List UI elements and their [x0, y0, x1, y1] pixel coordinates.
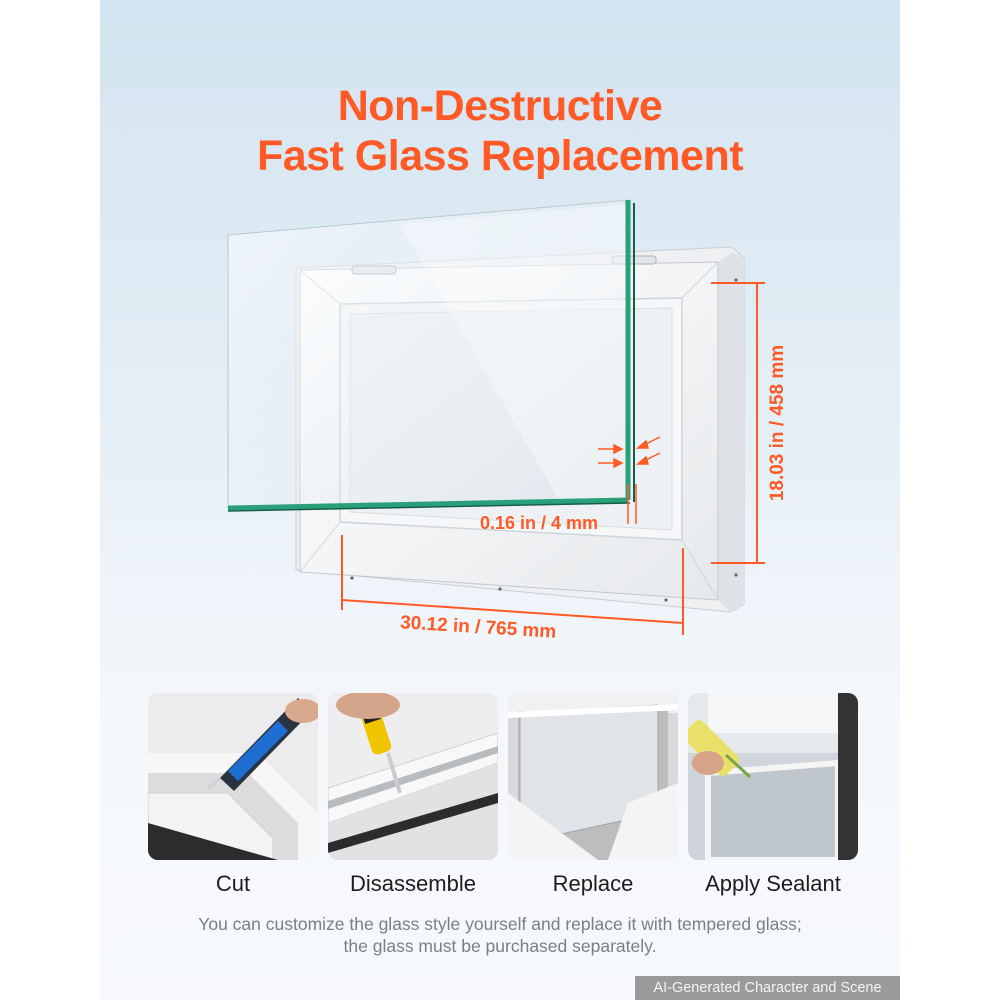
step-label: Cut	[215, 871, 251, 896]
height-label: 18.03 in / 458 mm	[767, 344, 788, 502]
glass-pane-icon	[508, 693, 678, 860]
title-line-1: Non-Destructive	[337, 81, 663, 130]
step-label: Disassemble	[350, 871, 476, 896]
title-line-2: Fast Glass Replacement	[256, 131, 744, 180]
width-dimension-line	[341, 535, 684, 635]
steps-row: Cut Disassemble	[148, 693, 858, 913]
product-panel: Non-Destructive Fast Glass Replacement	[100, 0, 900, 1000]
window-product-illustration	[227, 199, 765, 635]
ai-generated-badge: AI-Generated Character and Scene	[635, 976, 900, 1000]
thickness-indicator	[598, 436, 661, 524]
glass-pane	[227, 199, 635, 512]
step-label: Apply Sealant	[705, 871, 841, 896]
step-replace: Replace	[508, 693, 678, 897]
height-dimension-line	[711, 282, 765, 564]
step-cut: Cut	[148, 693, 318, 897]
footnote-line-2: the glass must be purchased separately.	[343, 936, 657, 956]
step-label: Replace	[552, 871, 634, 896]
step-apply-sealant: Apply Sealant	[688, 693, 858, 897]
thickness-label: 0.16 in / 4 mm	[480, 513, 599, 533]
footnote-line-1: You can customize the glass style yourse…	[198, 914, 802, 934]
step-disassemble: Disassemble	[328, 693, 498, 897]
caulk-gun-icon	[688, 693, 858, 860]
footnote: You can customize the glass style yourse…	[100, 913, 900, 957]
page-title: Non-Destructive Fast Glass Replacement	[100, 81, 900, 181]
screwdriver-icon	[328, 693, 498, 860]
utility-knife-icon	[148, 693, 318, 860]
